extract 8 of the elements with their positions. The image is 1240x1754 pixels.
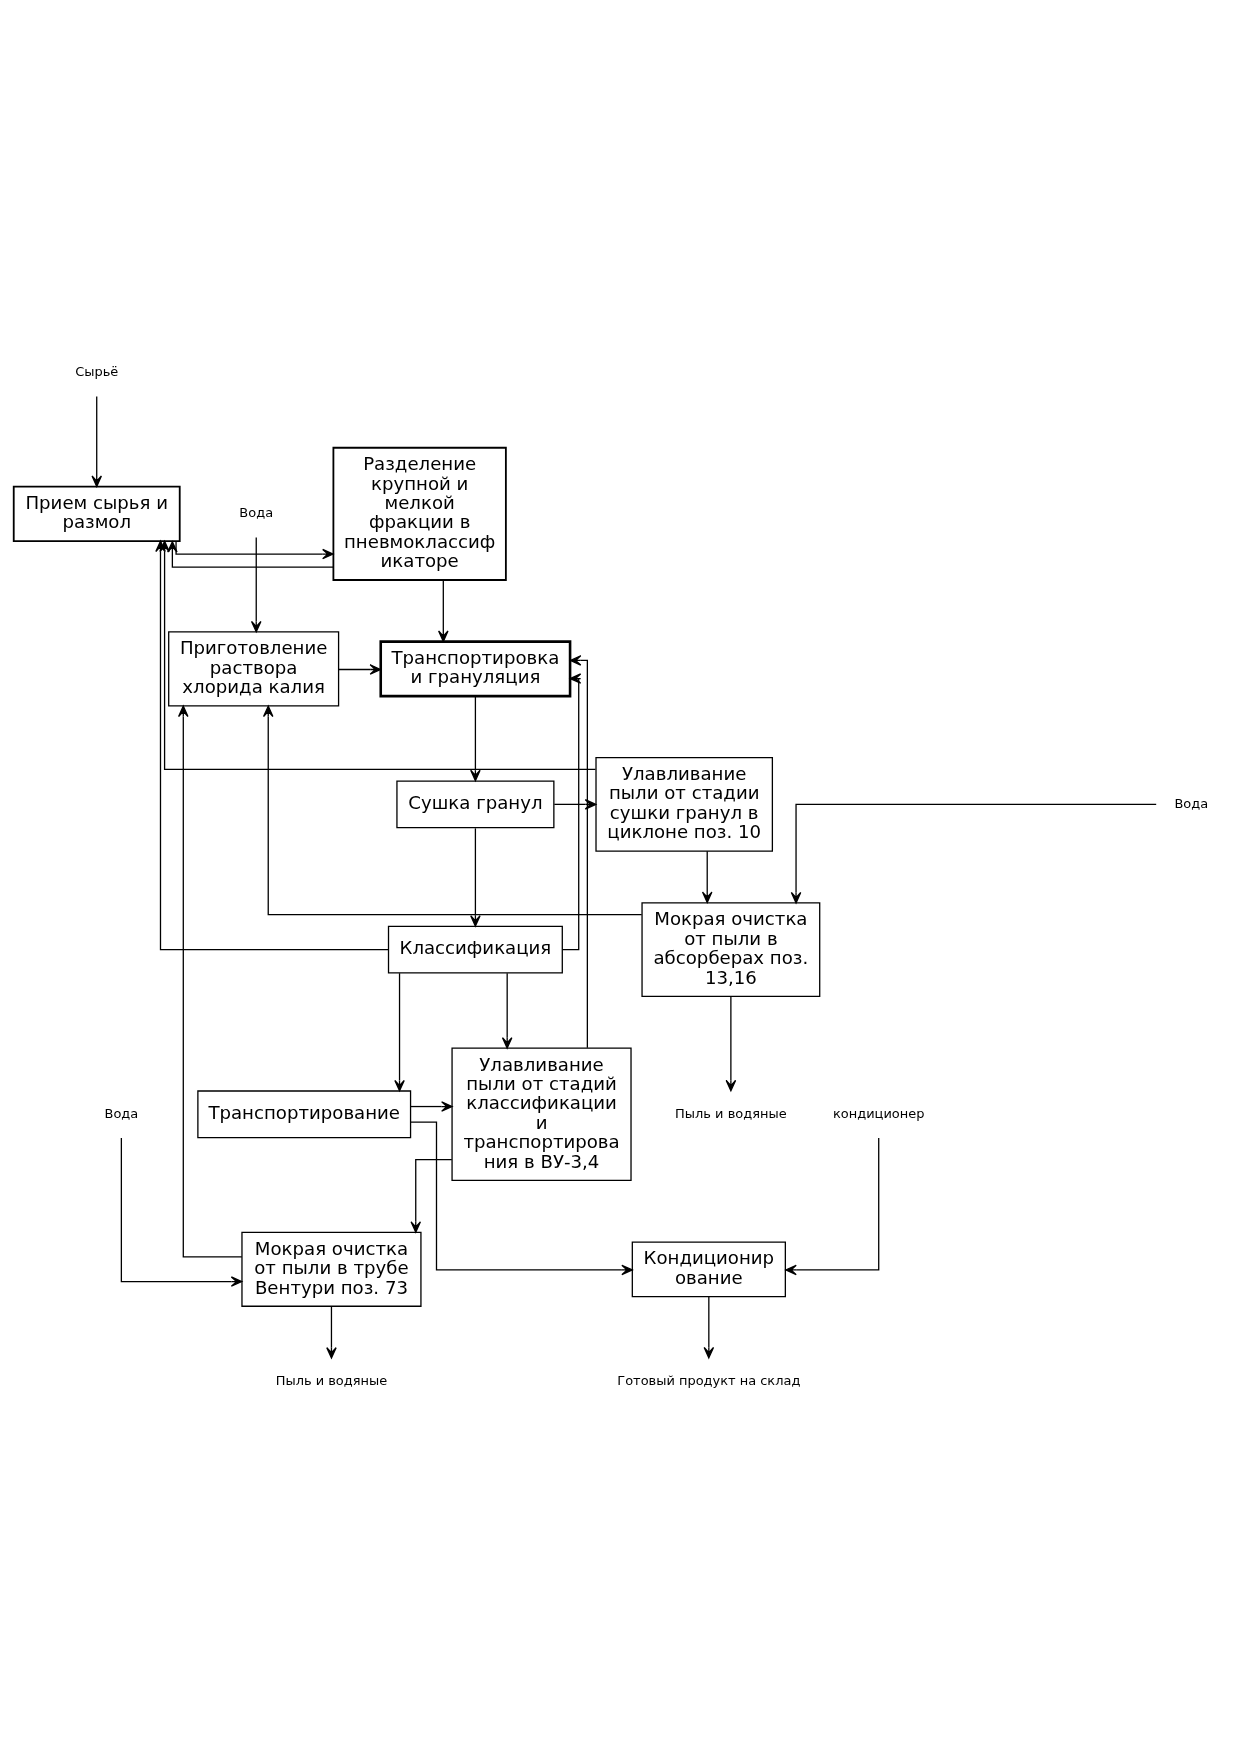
node-text: Сырьё xyxy=(75,363,119,379)
node-text: Готовый продукт на склад xyxy=(617,1372,801,1388)
node-text: Вода xyxy=(239,505,274,521)
node-text: Вода xyxy=(104,1105,139,1121)
node-text: кондиционер xyxy=(833,1105,925,1121)
node-text: Пыль и водяные xyxy=(675,1105,787,1121)
node-text: Пыль и водяные xyxy=(275,1372,388,1388)
node-text: Вода xyxy=(1174,795,1209,811)
